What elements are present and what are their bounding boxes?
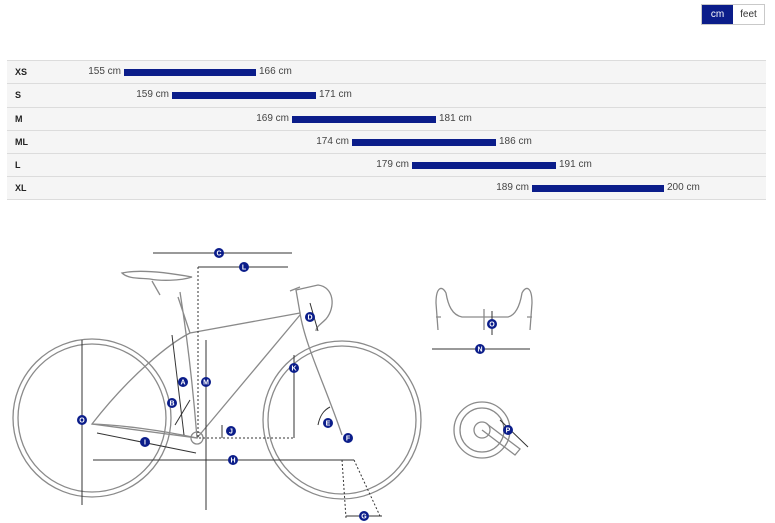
size-min-label: 169 cm — [256, 112, 289, 124]
size-range-bar — [352, 138, 496, 146]
size-row-l: L 179 cm 191 cm — [7, 153, 766, 177]
dimension-badge-o-handlebar: O — [487, 319, 497, 329]
size-max-label: 191 cm — [559, 159, 592, 171]
dimension-badge-j: J — [226, 426, 236, 436]
size-max-label: 171 cm — [319, 89, 352, 101]
dimension-badge-e: E — [323, 418, 333, 428]
size-range-bar — [412, 162, 556, 170]
bike-geometry-diagram: A B C D E F G H I J K L M N O O P — [12, 248, 533, 521]
svg-text:L: L — [242, 265, 247, 272]
frame — [90, 291, 343, 439]
dimension-badge-i: I — [140, 437, 150, 447]
rear-wheel — [12, 338, 172, 498]
saddle — [120, 270, 193, 281]
svg-text:A: A — [180, 380, 185, 387]
size-row-xl: XL 189 cm 200 cm — [7, 176, 766, 200]
dimension-badge-l: L — [239, 262, 249, 272]
svg-text:O: O — [489, 322, 495, 329]
dimension-badge-o: O — [77, 415, 87, 425]
dimension-badge-b: B — [167, 398, 177, 408]
size-range-bar — [172, 92, 316, 100]
size-range-chart: XS 155 cm 166 cm S 159 cm 171 cm M 169 cm 181 cm… — [7, 60, 766, 200]
svg-text:D: D — [307, 315, 312, 322]
bike-illustration — [12, 270, 422, 500]
size-min-label: 189 cm — [496, 182, 529, 194]
size-max-label: 200 cm — [667, 182, 700, 194]
dimension-badge-h: H — [228, 455, 238, 465]
svg-text:J: J — [229, 429, 233, 436]
size-label: S — [15, 90, 22, 101]
handlebar-detail — [435, 287, 533, 331]
svg-text:H: H — [230, 458, 235, 465]
size-min-label: 155 cm — [88, 66, 121, 77]
size-label: L — [15, 160, 21, 171]
dimension-badge-a: A — [178, 377, 188, 387]
size-label: ML — [15, 136, 28, 147]
size-row-ml: ML 174 cm 186 cm — [7, 129, 766, 154]
size-row-xs: XS 155 cm 166 cm — [7, 60, 766, 84]
svg-text:E: E — [326, 421, 331, 428]
svg-text:O: O — [79, 418, 85, 425]
size-min-label: 159 cm — [136, 89, 169, 101]
size-min-label: 174 cm — [316, 135, 349, 147]
svg-text:N: N — [477, 347, 482, 354]
size-range-bar — [532, 185, 664, 193]
dimension-lines — [81, 252, 382, 519]
svg-text:C: C — [216, 251, 221, 258]
dimension-badge-d: D — [305, 312, 315, 322]
size-row-s: S 159 cm 171 cm — [7, 83, 766, 107]
dimension-badge-g: G — [359, 511, 369, 521]
svg-text:M: M — [203, 380, 209, 387]
unit-feet-button[interactable]: feet — [733, 5, 764, 24]
svg-text:I: I — [144, 440, 146, 447]
dimension-badge-p: P — [503, 425, 513, 435]
unit-toggle: cm feet — [701, 4, 765, 25]
dimension-badge-f: F — [343, 433, 353, 443]
size-range-bar — [292, 115, 436, 123]
size-range-bar — [124, 69, 256, 76]
size-max-label: 181 cm — [439, 112, 472, 124]
dimension-badge-k: K — [289, 363, 299, 373]
svg-text:P: P — [506, 428, 511, 435]
handlebar — [295, 284, 333, 332]
size-label: XL — [15, 183, 27, 194]
svg-text:B: B — [169, 401, 174, 408]
front-wheel — [262, 340, 422, 500]
svg-text:F: F — [346, 436, 351, 443]
svg-text:G: G — [361, 514, 367, 521]
dimension-badge-m: M — [201, 377, 211, 387]
dimension-badge-c: C — [214, 248, 224, 258]
size-row-m: M 169 cm 181 cm — [7, 106, 766, 130]
size-label: M — [15, 113, 23, 124]
dimension-badge-n: N — [475, 344, 485, 354]
size-max-label: 186 cm — [499, 135, 532, 147]
size-label: XS — [15, 67, 28, 77]
svg-text:K: K — [291, 366, 296, 373]
size-min-label: 179 cm — [376, 159, 409, 171]
size-max-label: 166 cm — [259, 66, 292, 77]
unit-cm-button[interactable]: cm — [702, 5, 733, 24]
